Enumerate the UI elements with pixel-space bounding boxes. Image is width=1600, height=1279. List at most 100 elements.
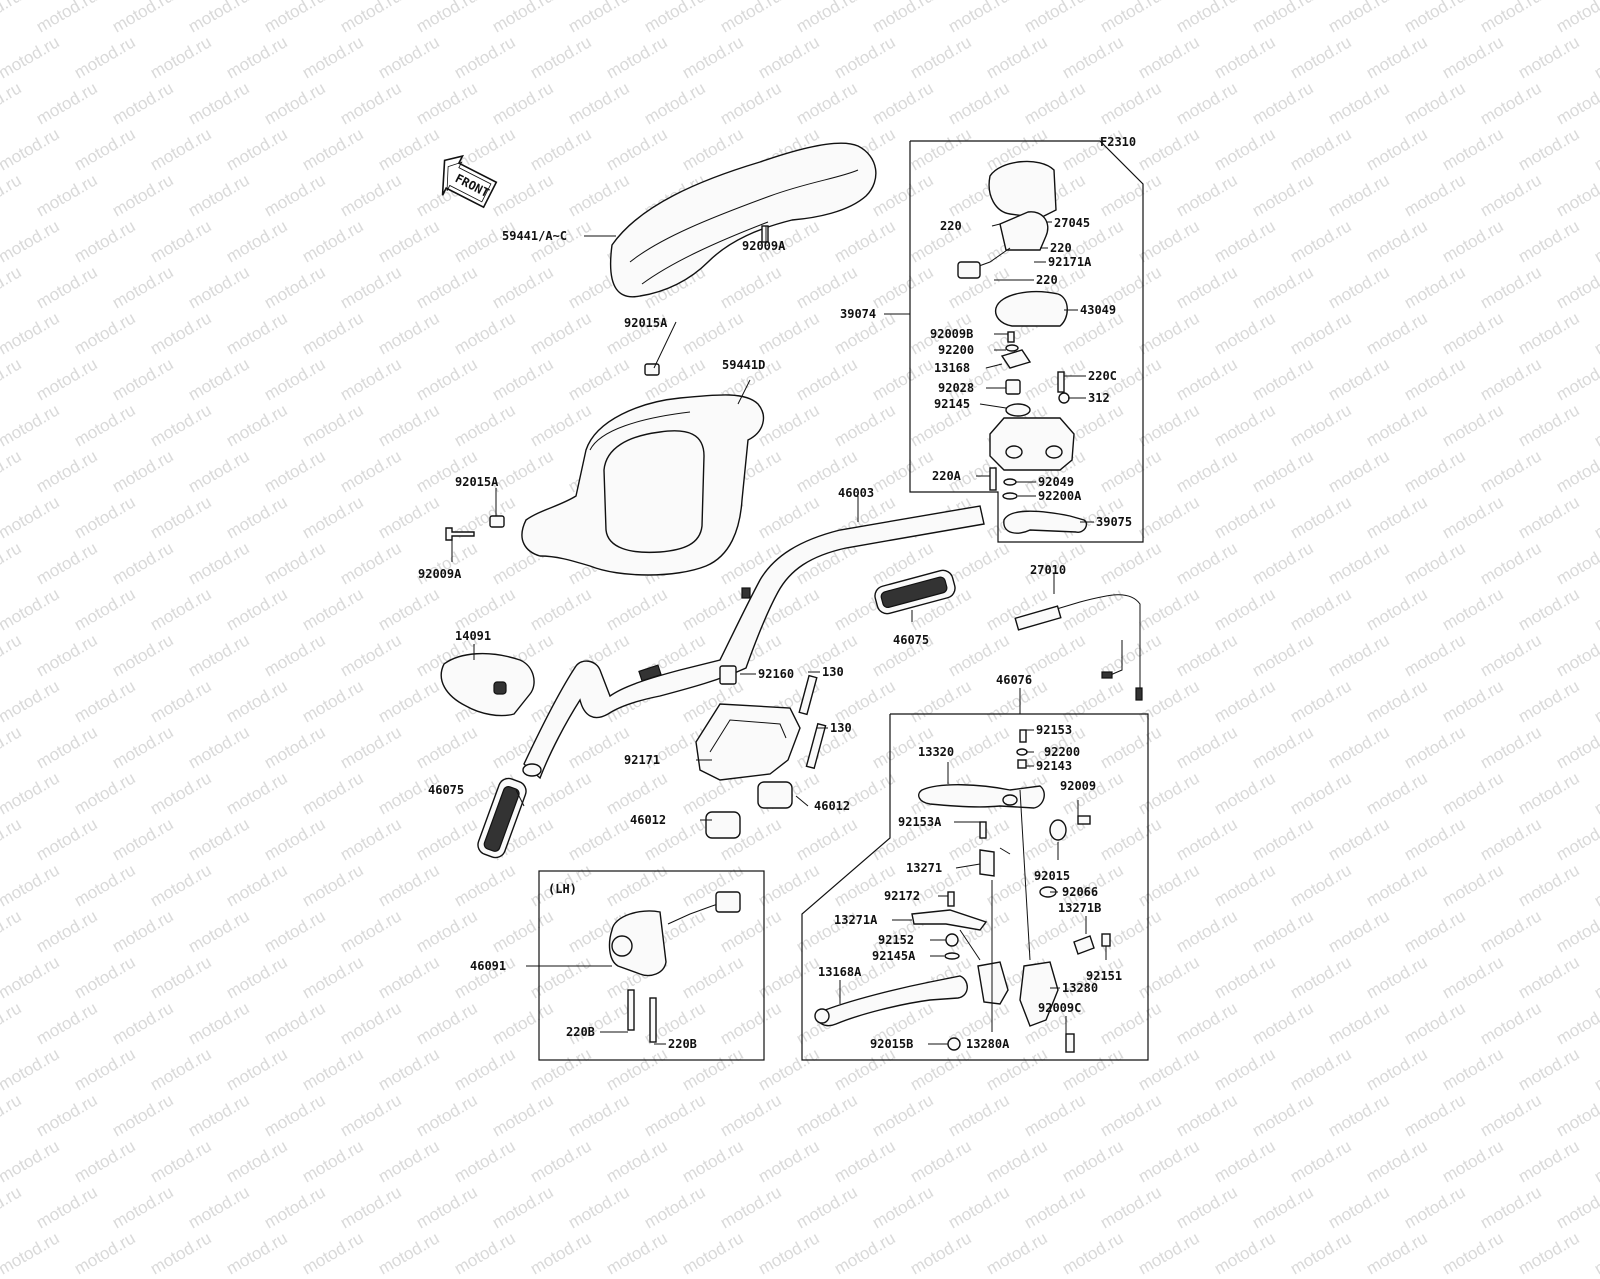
callout-label: 92015B bbox=[870, 1037, 913, 1051]
right-switch-housing bbox=[988, 160, 1057, 219]
screw-92009a bbox=[445, 527, 475, 541]
callout-label: 92009A bbox=[418, 567, 462, 581]
washer-92015 bbox=[1049, 819, 1067, 841]
switch-27045 bbox=[999, 211, 1049, 251]
callout-label: 39075 bbox=[1096, 515, 1132, 529]
callout-label: 13280 bbox=[1062, 981, 1098, 995]
watermark-text: motod.ru bbox=[602, 1228, 671, 1279]
watermark-text: motod.ru bbox=[1210, 1228, 1279, 1279]
spring-92145 bbox=[1005, 403, 1031, 417]
lever-13320 bbox=[918, 784, 1045, 809]
holder-13280a bbox=[977, 961, 1009, 1005]
plate-13271a bbox=[911, 909, 988, 931]
watermark-text: motod.ru bbox=[754, 1228, 823, 1279]
callout-label: 46012 bbox=[630, 813, 666, 827]
callout-label: 130 bbox=[822, 665, 844, 679]
plate-13168 bbox=[1000, 349, 1032, 369]
callout-label: 92171A bbox=[1048, 255, 1092, 269]
callout-label: 13168A bbox=[818, 965, 862, 979]
callout-label: 46076 bbox=[996, 673, 1032, 687]
callout-label: 46075 bbox=[893, 633, 929, 647]
callout-label: 92160 bbox=[758, 667, 794, 681]
callout-label: 13271B bbox=[1058, 901, 1101, 915]
clamp-46012-b bbox=[757, 781, 793, 809]
callout-label: 39074 bbox=[840, 307, 876, 321]
callout-label: 92153 bbox=[1036, 723, 1072, 737]
callout-label: 220 bbox=[1036, 273, 1058, 287]
callout-label: 92066 bbox=[1062, 885, 1098, 899]
callout-label: 27045 bbox=[1054, 216, 1090, 230]
watermark-text: motod.ru bbox=[1514, 1228, 1583, 1279]
watermark-text: motod.ru bbox=[1438, 1228, 1507, 1279]
handlebar-holder-bracket bbox=[695, 703, 801, 781]
connector-icon bbox=[957, 261, 981, 279]
grip-left bbox=[477, 777, 527, 859]
callout-label: 92009C bbox=[1038, 1001, 1081, 1015]
left-switch-housing bbox=[608, 910, 667, 977]
callout-label: 92009B bbox=[930, 327, 973, 341]
front-arrow-icon: FRONT bbox=[441, 154, 498, 209]
nut-312 bbox=[1058, 392, 1070, 404]
switch-group-frame bbox=[909, 140, 1144, 543]
watermark-text: motod.ru bbox=[70, 1228, 139, 1279]
watermark-text: motod.ru bbox=[450, 1228, 519, 1279]
lever-13168a bbox=[816, 975, 968, 1027]
lever-group-frame bbox=[801, 713, 1149, 1061]
collar-92015a bbox=[644, 363, 660, 376]
callout-label: 92172 bbox=[884, 889, 920, 903]
handlebar-end-cap bbox=[440, 652, 535, 717]
callout-label: 92009 bbox=[1060, 779, 1096, 793]
callout-label: 92143 bbox=[1036, 759, 1072, 773]
watermark-text: motod.ru bbox=[678, 1228, 747, 1279]
watermark-text: motod.ru bbox=[526, 1228, 595, 1279]
watermark-text: motod.ru bbox=[906, 1228, 975, 1279]
callout-label: 13168 bbox=[934, 361, 970, 375]
watermark-text: motod.ru bbox=[1362, 1228, 1431, 1279]
collar-92028 bbox=[1005, 379, 1021, 395]
lh-connector-icon bbox=[715, 891, 741, 913]
callout-label: 46012 bbox=[814, 799, 850, 813]
watermark-text: motod.ru bbox=[1058, 1228, 1127, 1279]
callout-label: 92009A bbox=[742, 239, 786, 253]
nut-92152 bbox=[945, 933, 959, 947]
callout-labels: 59441/A~C 92009A 92015A 59441D 92015A 92… bbox=[418, 216, 1132, 1051]
throttle-cable bbox=[1019, 594, 1141, 700]
callout-label: 27010 bbox=[1030, 563, 1066, 577]
bolt-130-b bbox=[805, 722, 827, 770]
callout-label: 92171 bbox=[624, 753, 660, 767]
clamp-46012-a bbox=[705, 811, 741, 839]
callout-label: 220 bbox=[940, 219, 962, 233]
watermark-text: motod.ru bbox=[146, 1228, 215, 1279]
watermark-text: motod.ru bbox=[1134, 1228, 1203, 1279]
callout-label: 46075 bbox=[428, 783, 464, 797]
callout-label: 59441D bbox=[722, 358, 765, 372]
callout-label: 59441/A~C bbox=[502, 229, 567, 243]
callout-label: 220 bbox=[1050, 241, 1072, 255]
callout-label: 92015 bbox=[1034, 869, 1070, 883]
callout-label: 92200 bbox=[938, 343, 974, 357]
watermark-text: motod.ru bbox=[982, 1228, 1051, 1279]
callout-label: 13271A bbox=[834, 913, 878, 927]
collar-92015a-2 bbox=[489, 515, 505, 528]
upper-handlebar-cover bbox=[609, 142, 877, 298]
watermark-text: motod.ru bbox=[298, 1228, 367, 1279]
plate-13271b bbox=[1073, 935, 1095, 955]
callout-label: 220A bbox=[932, 469, 962, 483]
callout-label: 92200A bbox=[1038, 489, 1082, 503]
callout-label: 43049 bbox=[1080, 303, 1116, 317]
holder-13280 bbox=[1019, 961, 1059, 1027]
watermark-text: motod.ru bbox=[1286, 1228, 1355, 1279]
collar-92160 bbox=[719, 665, 737, 685]
watermark-text: motod.ru bbox=[830, 1228, 899, 1279]
callout-label: 92015A bbox=[624, 316, 668, 330]
callout-label: 92028 bbox=[938, 381, 974, 395]
cover-43049 bbox=[994, 291, 1068, 327]
callout-label: 220B bbox=[668, 1037, 697, 1051]
callout-label: 92049 bbox=[1038, 475, 1074, 489]
watermark-text: motod.ru bbox=[222, 1228, 291, 1279]
parts-diagram: FRONT F2310 (LH) bbox=[418, 135, 1149, 1061]
spring-92145a bbox=[944, 952, 960, 960]
callout-label: 92015A bbox=[455, 475, 499, 489]
screw-220c bbox=[1057, 371, 1065, 393]
callout-label: 92151 bbox=[1086, 969, 1122, 983]
